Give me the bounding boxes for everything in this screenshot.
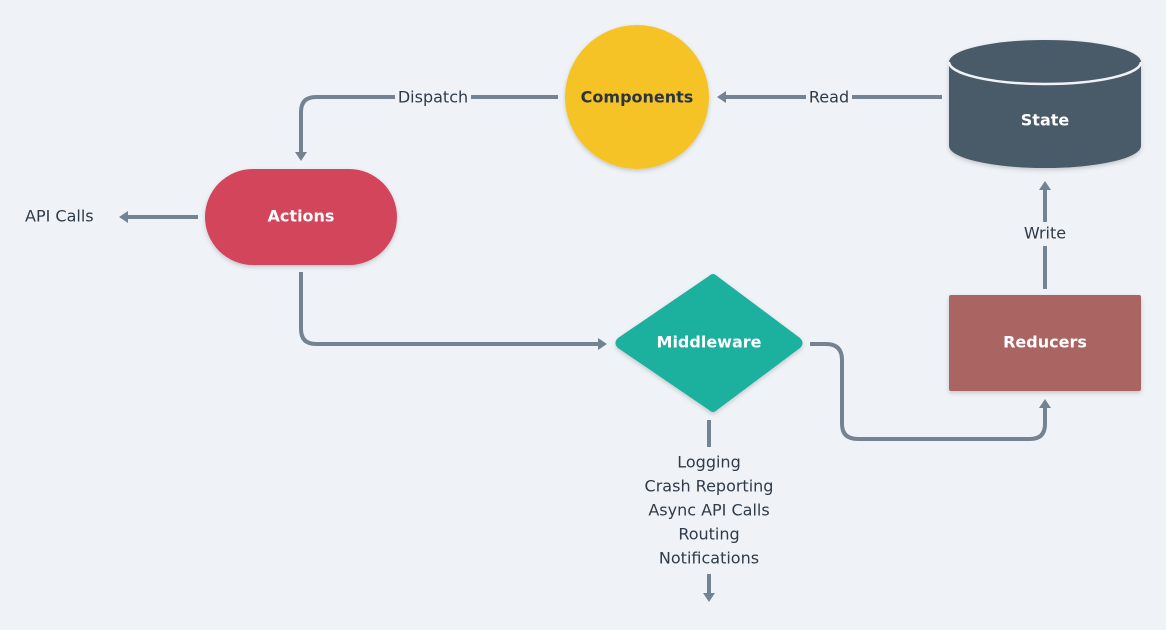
read-label: Read: [809, 88, 849, 107]
middleware-diamond: [615, 274, 803, 412]
middleware-uses-list: Logging Crash Reporting Async API Calls …: [645, 453, 774, 568]
state-label: State: [1021, 111, 1070, 130]
reducers-label: Reducers: [1003, 333, 1087, 352]
middleware-use-item: Notifications: [659, 549, 759, 568]
actions-to-middleware-connector: [299, 272, 607, 350]
read-arrowhead: [717, 91, 726, 103]
actions-node: Actions: [205, 169, 397, 265]
middleware-use-item: Crash Reporting: [645, 477, 774, 496]
state-cylinder-top: [949, 40, 1141, 84]
reducers-rect: [949, 295, 1141, 391]
write-label-group: Write: [1019, 222, 1071, 246]
middleware-label: Middleware: [657, 333, 762, 352]
actions-pill: [205, 169, 397, 265]
middleware-uses-arrowhead: [703, 593, 715, 602]
actions-label: Actions: [268, 207, 335, 226]
components-circle: [565, 25, 709, 169]
state-cylinder-rim: [947, 61, 1143, 86]
dispatch-arrowhead: [295, 152, 307, 161]
api-calls-arrowhead: [119, 211, 128, 223]
reducers-node: Reducers: [949, 295, 1141, 391]
read-label-background: [806, 86, 852, 108]
middleware-node: Middleware: [615, 274, 803, 412]
dispatch-label-group: Dispatch: [395, 86, 471, 108]
reducers-arrowhead: [1039, 399, 1051, 408]
dispatch-connector: [295, 95, 558, 161]
middleware-arrowhead: [598, 338, 607, 350]
api-calls-label: API Calls: [25, 207, 94, 226]
state-node: State: [947, 40, 1143, 168]
components-node: Components: [565, 25, 709, 169]
api-calls-connector: [119, 211, 198, 223]
middleware-use-item: Async API Calls: [648, 501, 769, 520]
write-label-background: [1019, 222, 1071, 246]
middleware-uses-connector: [703, 420, 715, 602]
dispatch-label-background: [395, 86, 471, 108]
write-label: Write: [1024, 224, 1066, 243]
middleware-use-item: Logging: [677, 453, 740, 472]
middleware-to-reducers-connector: [810, 342, 1051, 441]
state-cylinder-body: [949, 62, 1141, 168]
middleware-use-item: Routing: [678, 525, 739, 544]
write-arrowhead: [1039, 181, 1051, 190]
components-label: Components: [581, 88, 694, 107]
read-label-group: Read: [806, 86, 852, 108]
dispatch-label: Dispatch: [398, 88, 468, 107]
